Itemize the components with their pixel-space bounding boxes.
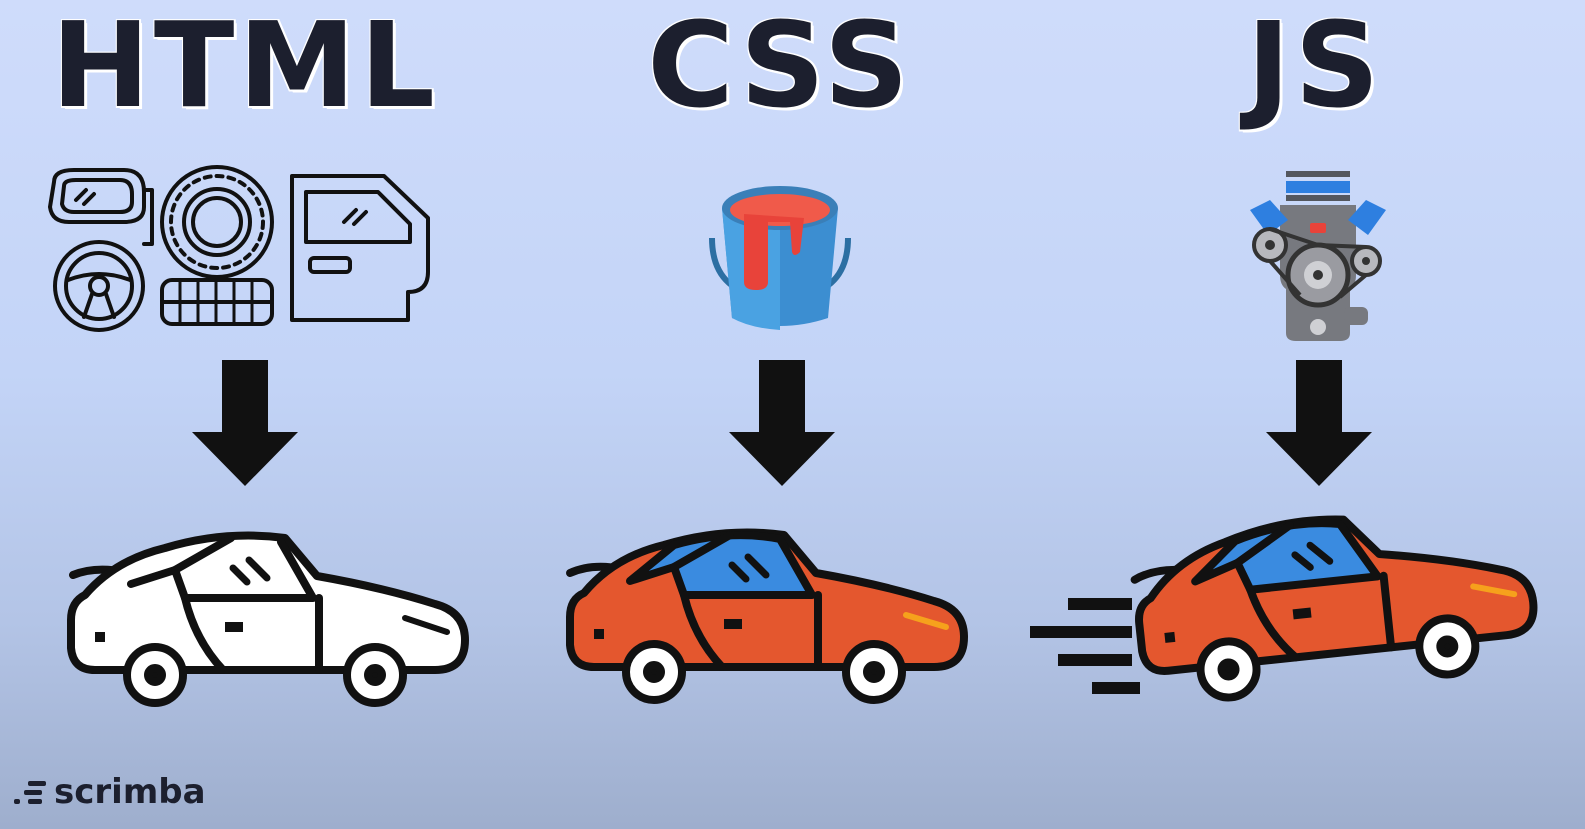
steering-wheel-icon [53,240,145,332]
js-heading: JS [1246,0,1384,134]
car-door-icon [290,174,430,322]
down-arrow-icon [1266,360,1372,486]
car-icon [67,531,469,707]
car-parts-group [44,162,434,337]
html-heading: HTML [51,0,439,134]
logo-text: scrimba [54,772,206,812]
speed-lines-icon [1030,598,1140,694]
down-arrow-icon [192,360,298,486]
tire-icon [160,165,274,326]
css-heading: CSS [647,0,913,134]
car-mirror-icon [48,168,154,246]
scrimba-logo: scrimba [14,772,206,812]
car-icon [1130,515,1538,702]
engine-icon [1240,165,1390,345]
paint-bucket-icon [700,178,860,333]
scrimba-mark-icon [14,781,46,804]
car-icon [566,528,968,704]
down-arrow-icon [729,360,835,486]
